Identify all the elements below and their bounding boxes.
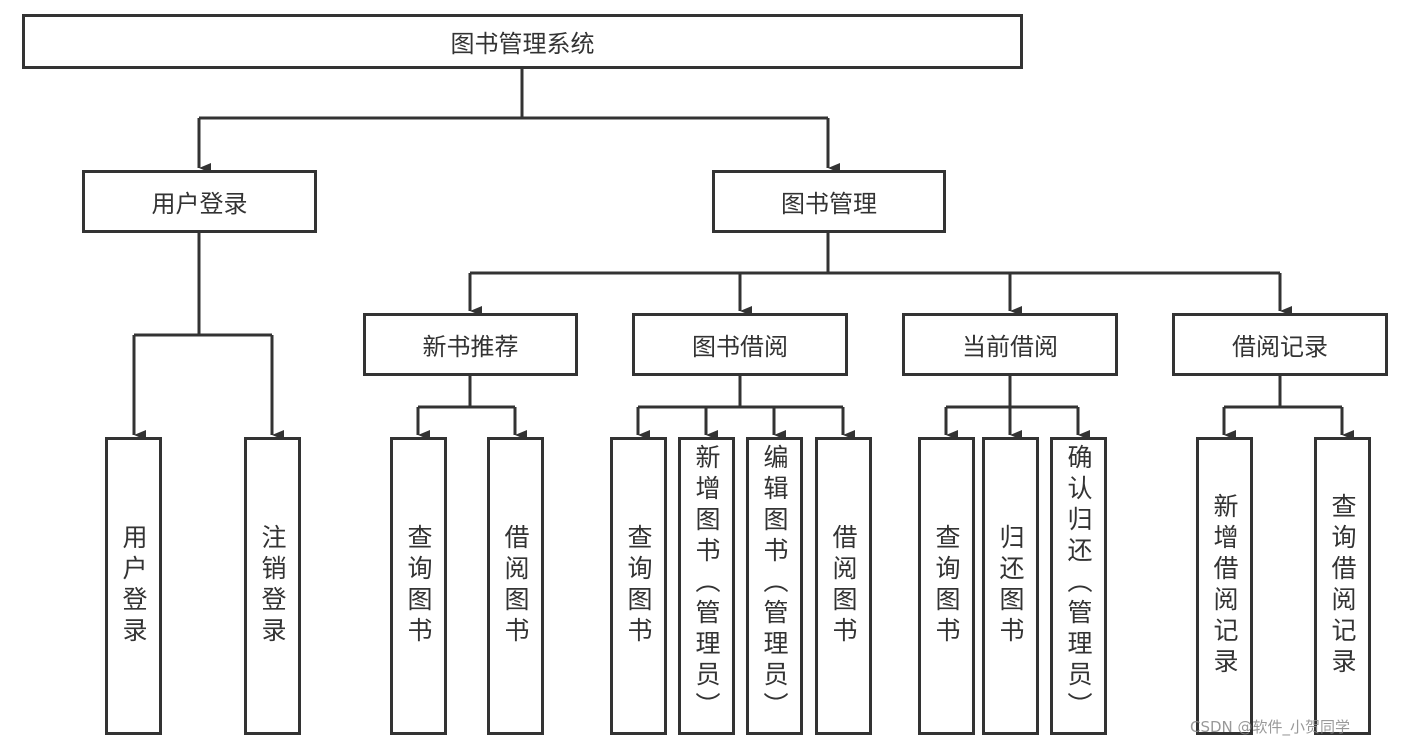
node-label: 借阅记录 [1232, 333, 1328, 361]
leaf-add-borrow-record: 新增借阅记录 [1196, 437, 1253, 735]
leaf-label: 新增借阅记录 [1210, 493, 1239, 679]
node-new-book-recommend: 新书推荐 [363, 313, 578, 376]
leaf-label: 新增图书（管理员） [692, 444, 721, 723]
leaf-label: 查询图书 [404, 524, 433, 648]
root-node: 图书管理系统 [22, 14, 1023, 69]
watermark: CSDN @软件_小贺同学 [1190, 718, 1351, 736]
leaf-label: 确认归还（管理员） [1064, 444, 1093, 723]
root-label: 图书管理系统 [450, 30, 595, 58]
node-label: 新书推荐 [422, 333, 519, 361]
leaf-label: 借阅图书 [829, 524, 858, 648]
leaf-query-book: 查询图书 [610, 437, 667, 735]
leaf-label: 查询图书 [932, 524, 961, 648]
node-user-login: 用户登录 [82, 170, 317, 233]
leaf-borrow-book: 借阅图书 [487, 437, 544, 735]
leaf-label: 归还图书 [996, 524, 1025, 648]
leaf-label: 用户登录 [119, 524, 148, 648]
leaf-confirm-return-admin: 确认归还（管理员） [1050, 437, 1107, 735]
leaf-label: 注销登录 [258, 524, 287, 648]
leaf-logout: 注销登录 [244, 437, 301, 735]
leaf-label: 查询图书 [624, 524, 653, 648]
node-borrow-records: 借阅记录 [1172, 313, 1388, 376]
leaf-borrow-book: 借阅图书 [815, 437, 872, 735]
leaf-query-book: 查询图书 [918, 437, 975, 735]
leaf-query-book: 查询图书 [390, 437, 447, 735]
node-current-borrow: 当前借阅 [902, 313, 1118, 376]
node-label: 当前借阅 [962, 333, 1058, 361]
node-label: 用户登录 [151, 190, 248, 218]
leaf-label: 查询借阅记录 [1328, 493, 1357, 679]
leaf-return-book: 归还图书 [982, 437, 1039, 735]
leaf-query-borrow-record: 查询借阅记录 [1314, 437, 1371, 735]
leaf-add-book-admin: 新增图书（管理员） [678, 437, 735, 735]
leaf-label: 借阅图书 [501, 524, 530, 648]
node-book-management: 图书管理 [712, 170, 946, 233]
leaf-user-login: 用户登录 [105, 437, 162, 735]
node-label: 图书借阅 [692, 333, 788, 361]
leaf-edit-book-admin: 编辑图书（管理员） [746, 437, 803, 735]
leaf-label: 编辑图书（管理员） [760, 444, 789, 723]
node-book-borrow: 图书借阅 [632, 313, 848, 376]
node-label: 图书管理 [781, 190, 877, 218]
